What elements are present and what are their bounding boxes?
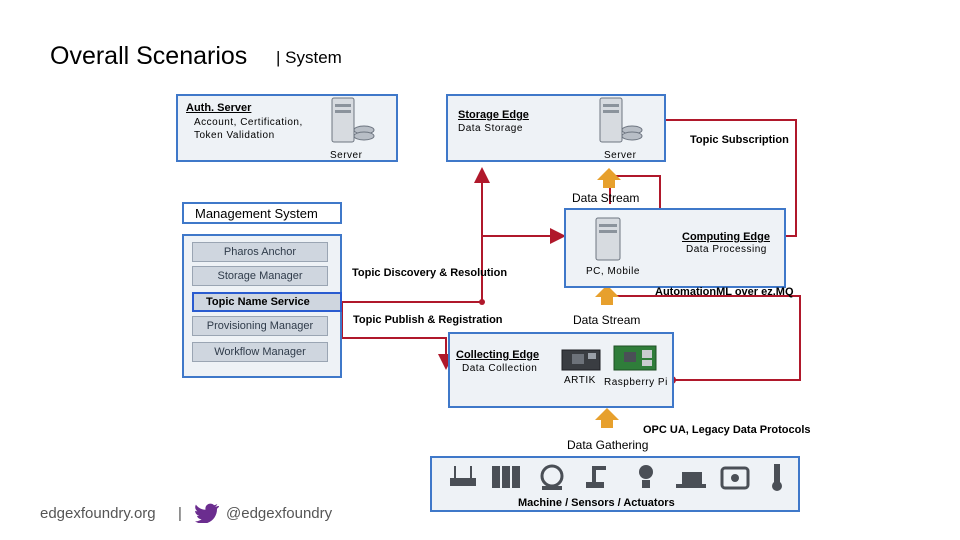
management-item-storage-manager: Storage Manager (192, 266, 328, 286)
auth-server-desc-line2: Token Validation (194, 130, 275, 141)
machines-box (430, 456, 800, 512)
topic-subscription-connector (666, 119, 797, 237)
management-item-workflow-manager: Workflow Manager (192, 342, 328, 362)
page-subtitle: | System (276, 48, 342, 67)
management-item-pharos-anchor: Pharos Anchor (192, 242, 328, 262)
storage-edge-title: Storage Edge (458, 109, 529, 121)
page-title: Overall Scenarios (50, 42, 248, 70)
data-stream-top-label: Data Stream (572, 191, 640, 205)
topic-discovery-connector (328, 167, 490, 303)
twitter-bird-icon[interactable] (195, 503, 219, 523)
gauge-icon (540, 464, 564, 490)
thermometer-icon (772, 464, 782, 491)
auth-server-icon (330, 96, 376, 146)
machines-label: Machine / Sensors / Actuators (518, 497, 675, 509)
storage-server-label: Server (604, 150, 637, 161)
auth-server-label: Server (330, 150, 363, 161)
topic-dot (479, 299, 485, 305)
data-gathering-label: Data Gathering (567, 438, 649, 452)
footer-twitter-handle[interactable]: @edgexfoundry (226, 505, 333, 522)
topic-subscription-label: Topic Subscription (690, 134, 789, 146)
auth-server-desc-line1: Account, Certification, (194, 117, 303, 128)
computing-device-label: PC, Mobile (586, 266, 640, 277)
bulb-icon (639, 465, 653, 488)
server-rack-icon (492, 466, 520, 488)
raspberry-pi-icon (612, 340, 658, 374)
computing-device-icon (594, 216, 626, 262)
router-icon (450, 466, 476, 486)
automationml-connector (608, 295, 801, 381)
robot-arm-icon (586, 466, 606, 488)
artik-label: ARTIK (564, 375, 596, 386)
computing-edge-desc: Data Processing (686, 244, 767, 255)
storage-edge-desc: Data Storage (458, 123, 523, 134)
collecting-edge-desc: Data Collection (462, 363, 538, 374)
management-item-topic-name-service: Topic Name Service (192, 292, 342, 312)
artik-board-icon (560, 344, 602, 374)
data-flow-arrows (595, 168, 621, 428)
automationml-label: AutomationML over ez.MQ (655, 286, 794, 298)
opc-label: OPC UA, Legacy Data Protocols (643, 424, 811, 436)
data-stream-up-arrow-mid (595, 285, 619, 305)
computing-edge-title: Computing Edge (682, 231, 770, 243)
topic-publish-label: Topic Publish & Registration (353, 314, 503, 326)
meter-icon (720, 466, 750, 490)
topic-publish-connector (328, 301, 454, 370)
management-system-title: Management System (195, 206, 318, 221)
footer-separator: | (178, 505, 182, 522)
raspberry-pi-label: Raspberry Pi (604, 377, 668, 388)
storage-server-icon (598, 96, 644, 146)
camera-icon (676, 472, 706, 488)
data-stream-up-arrow-top (597, 168, 621, 188)
collecting-edge-title: Collecting Edge (456, 349, 540, 361)
data-gathering-up-arrow (595, 408, 619, 428)
management-item-provisioning-manager: Provisioning Manager (192, 316, 328, 336)
machine-icons-row (446, 460, 796, 494)
management-system-title-box (182, 202, 342, 224)
auth-server-title: Auth. Server (186, 102, 252, 114)
footer-site[interactable]: edgexfoundry.org (40, 505, 156, 522)
topic-discovery-label: Topic Discovery & Resolution (352, 267, 508, 279)
data-stream-mid-label: Data Stream (573, 313, 641, 327)
